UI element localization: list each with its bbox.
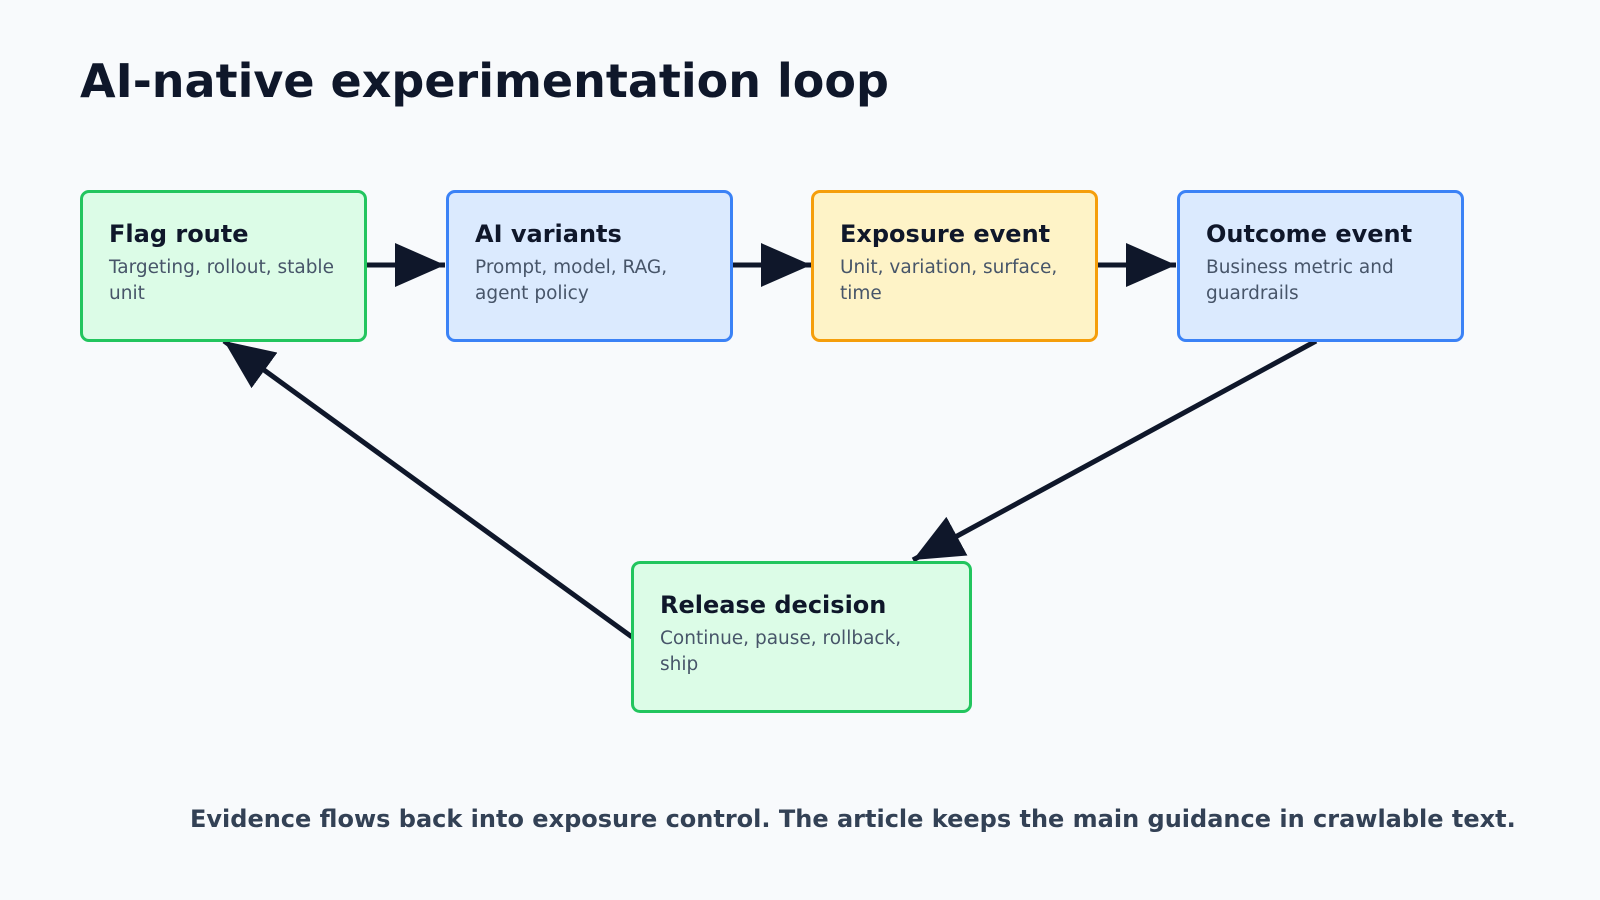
page-title: AI-native experimentation loop bbox=[80, 54, 889, 108]
footer-caption: Evidence flows back into exposure contro… bbox=[190, 805, 1516, 833]
node-description: Prompt, model, RAG, agent policy bbox=[475, 257, 668, 304]
edge-release-decision-to-flag-route bbox=[222, 338, 634, 640]
node-title: Exposure event bbox=[840, 220, 1051, 248]
node-release-decision: Release decision Continue, pause, rollba… bbox=[631, 561, 972, 713]
node-flag-route: Flag route Targeting, rollout, stable un… bbox=[80, 190, 367, 342]
node-title: Outcome event bbox=[1206, 220, 1413, 248]
node-title: Flag route bbox=[109, 220, 249, 248]
node-description: Continue, pause, rollback, ship bbox=[660, 628, 902, 675]
node-ai-variants: AI variants Prompt, model, RAG, agent po… bbox=[446, 190, 733, 342]
node-description: Business metric and guardrails bbox=[1206, 257, 1394, 304]
node-description: Targeting, rollout, stable unit bbox=[109, 257, 334, 304]
node-title: Release decision bbox=[660, 591, 887, 619]
edge-outcome-event-to-release-decision bbox=[911, 338, 1318, 563]
node-description: Unit, variation, surface, time bbox=[840, 257, 1058, 304]
node-title: AI variants bbox=[475, 220, 622, 248]
node-outcome-event: Outcome event Business metric and guardr… bbox=[1177, 190, 1464, 342]
node-exposure-event: Exposure event Unit, variation, surface,… bbox=[811, 190, 1098, 342]
